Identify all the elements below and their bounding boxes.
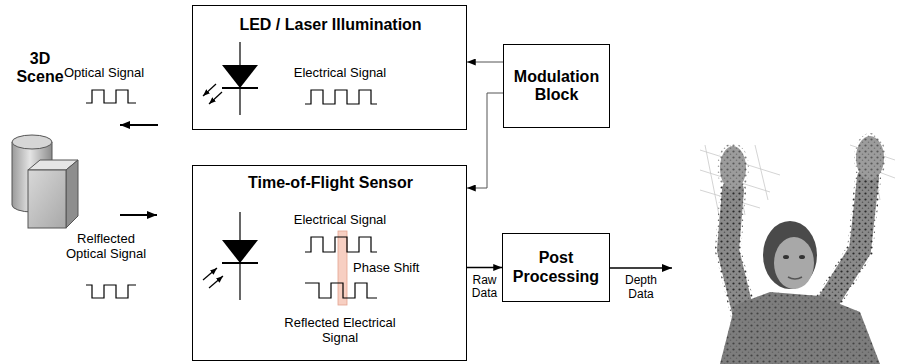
phase-shift-label: Phase Shift — [353, 261, 443, 276]
box-title: Modulation Block — [510, 68, 603, 105]
led-diode-symbol — [203, 42, 258, 115]
scene-objects — [12, 135, 78, 228]
component-box: LED / Laser IlluminationElectrical Signa… — [192, 5, 467, 130]
optical-arrow — [120, 124, 158, 126]
process-box: Post Processing — [502, 233, 610, 302]
signal-label: Optical Signal — [52, 66, 156, 81]
depth-arrow — [610, 267, 672, 269]
signal-label: Electrical Signal — [281, 66, 399, 81]
connector-arrow — [467, 93, 503, 188]
signal-label: Electrical Signal — [281, 213, 399, 228]
depth-point-cloud — [700, 133, 895, 364]
electrical-wave — [305, 90, 377, 104]
signal-label: Relflected Optical Signal — [56, 232, 156, 262]
process-box: Modulation Block — [503, 44, 610, 128]
reflected-optical-wave — [86, 285, 136, 298]
optical-wave — [86, 90, 136, 103]
sensor-diode-symbol — [203, 212, 258, 300]
edge-label: Raw Data — [467, 274, 502, 302]
box-title: Time-of-Flight Sensor — [193, 174, 468, 192]
box-title: Post Processing — [509, 249, 603, 286]
data-label: Depth Data — [612, 274, 670, 302]
box-title: LED / Laser Illumination — [193, 16, 468, 34]
scene-title: 3D Scene — [8, 50, 72, 87]
reflected-electrical-wave — [305, 283, 377, 298]
reflected-arrow — [120, 214, 157, 216]
connector-arrow — [467, 62, 503, 63]
connector-arrow — [467, 267, 502, 269]
signal-label: Reflected Electrical Signal — [281, 316, 399, 346]
component-box: Time-of-Flight SensorElectrical SignalPh… — [192, 165, 467, 361]
sensor-electrical-wave — [305, 237, 377, 252]
